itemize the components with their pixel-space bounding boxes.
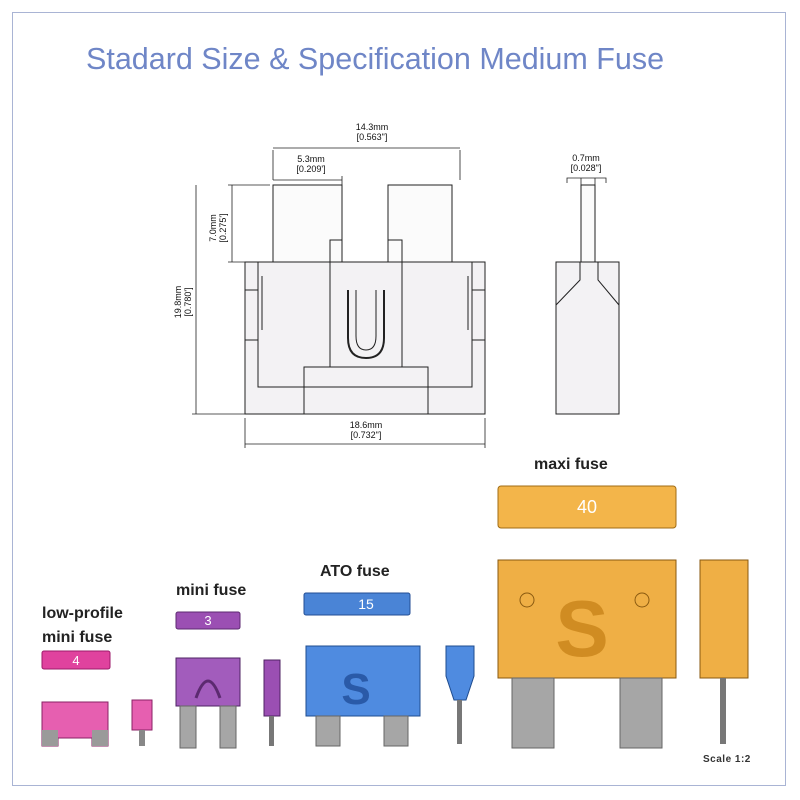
ato-rating-tab: [303, 592, 411, 616]
page-title: Stadard Size & Specification Medium Fuse: [86, 42, 665, 76]
mini-side: [263, 659, 281, 717]
maxi-body: [497, 559, 677, 679]
front-view-right-blade: [387, 184, 453, 262]
side-view-body: [555, 261, 620, 415]
maxi-side: [699, 559, 749, 679]
dim-width-top: 14.3mm [0.563"]: [355, 122, 389, 142]
mini-rating-tab: [175, 611, 241, 630]
low-profile-mini-rating-tab: [41, 650, 111, 670]
maxi-rating: 40: [577, 497, 597, 517]
ato-side: [445, 645, 475, 701]
diagram-frame: [12, 12, 786, 786]
mini-rating: 3: [204, 613, 211, 628]
side-view-blade: [580, 184, 596, 263]
fuse-label-maxi: maxi fuse: [534, 456, 608, 473]
fuse-label-ato: ATO fuse: [320, 563, 390, 580]
low-profile-mini-rating: 4: [72, 653, 79, 668]
scale-note: Scale 1:2: [703, 754, 751, 765]
fuse-label-mini: mini fuse: [176, 582, 247, 599]
maxi-rating-tab: [497, 485, 677, 529]
ato-rating: 15: [358, 596, 374, 612]
front-view-body: [244, 261, 486, 415]
low-profile-mini-side: [131, 699, 153, 731]
dim-width-bottom: 18.6mm [0.732"]: [349, 420, 383, 440]
dim-blade-width: 5.3mm [0.209']: [296, 154, 326, 174]
front-view-left-blade: [272, 184, 343, 262]
dim-blade-thickness: 0.7mm [0.028"]: [570, 153, 602, 173]
maxi-fuse-element: S: [555, 584, 608, 673]
ato-body: [305, 645, 421, 717]
ato-fuse-element: S: [341, 665, 370, 714]
